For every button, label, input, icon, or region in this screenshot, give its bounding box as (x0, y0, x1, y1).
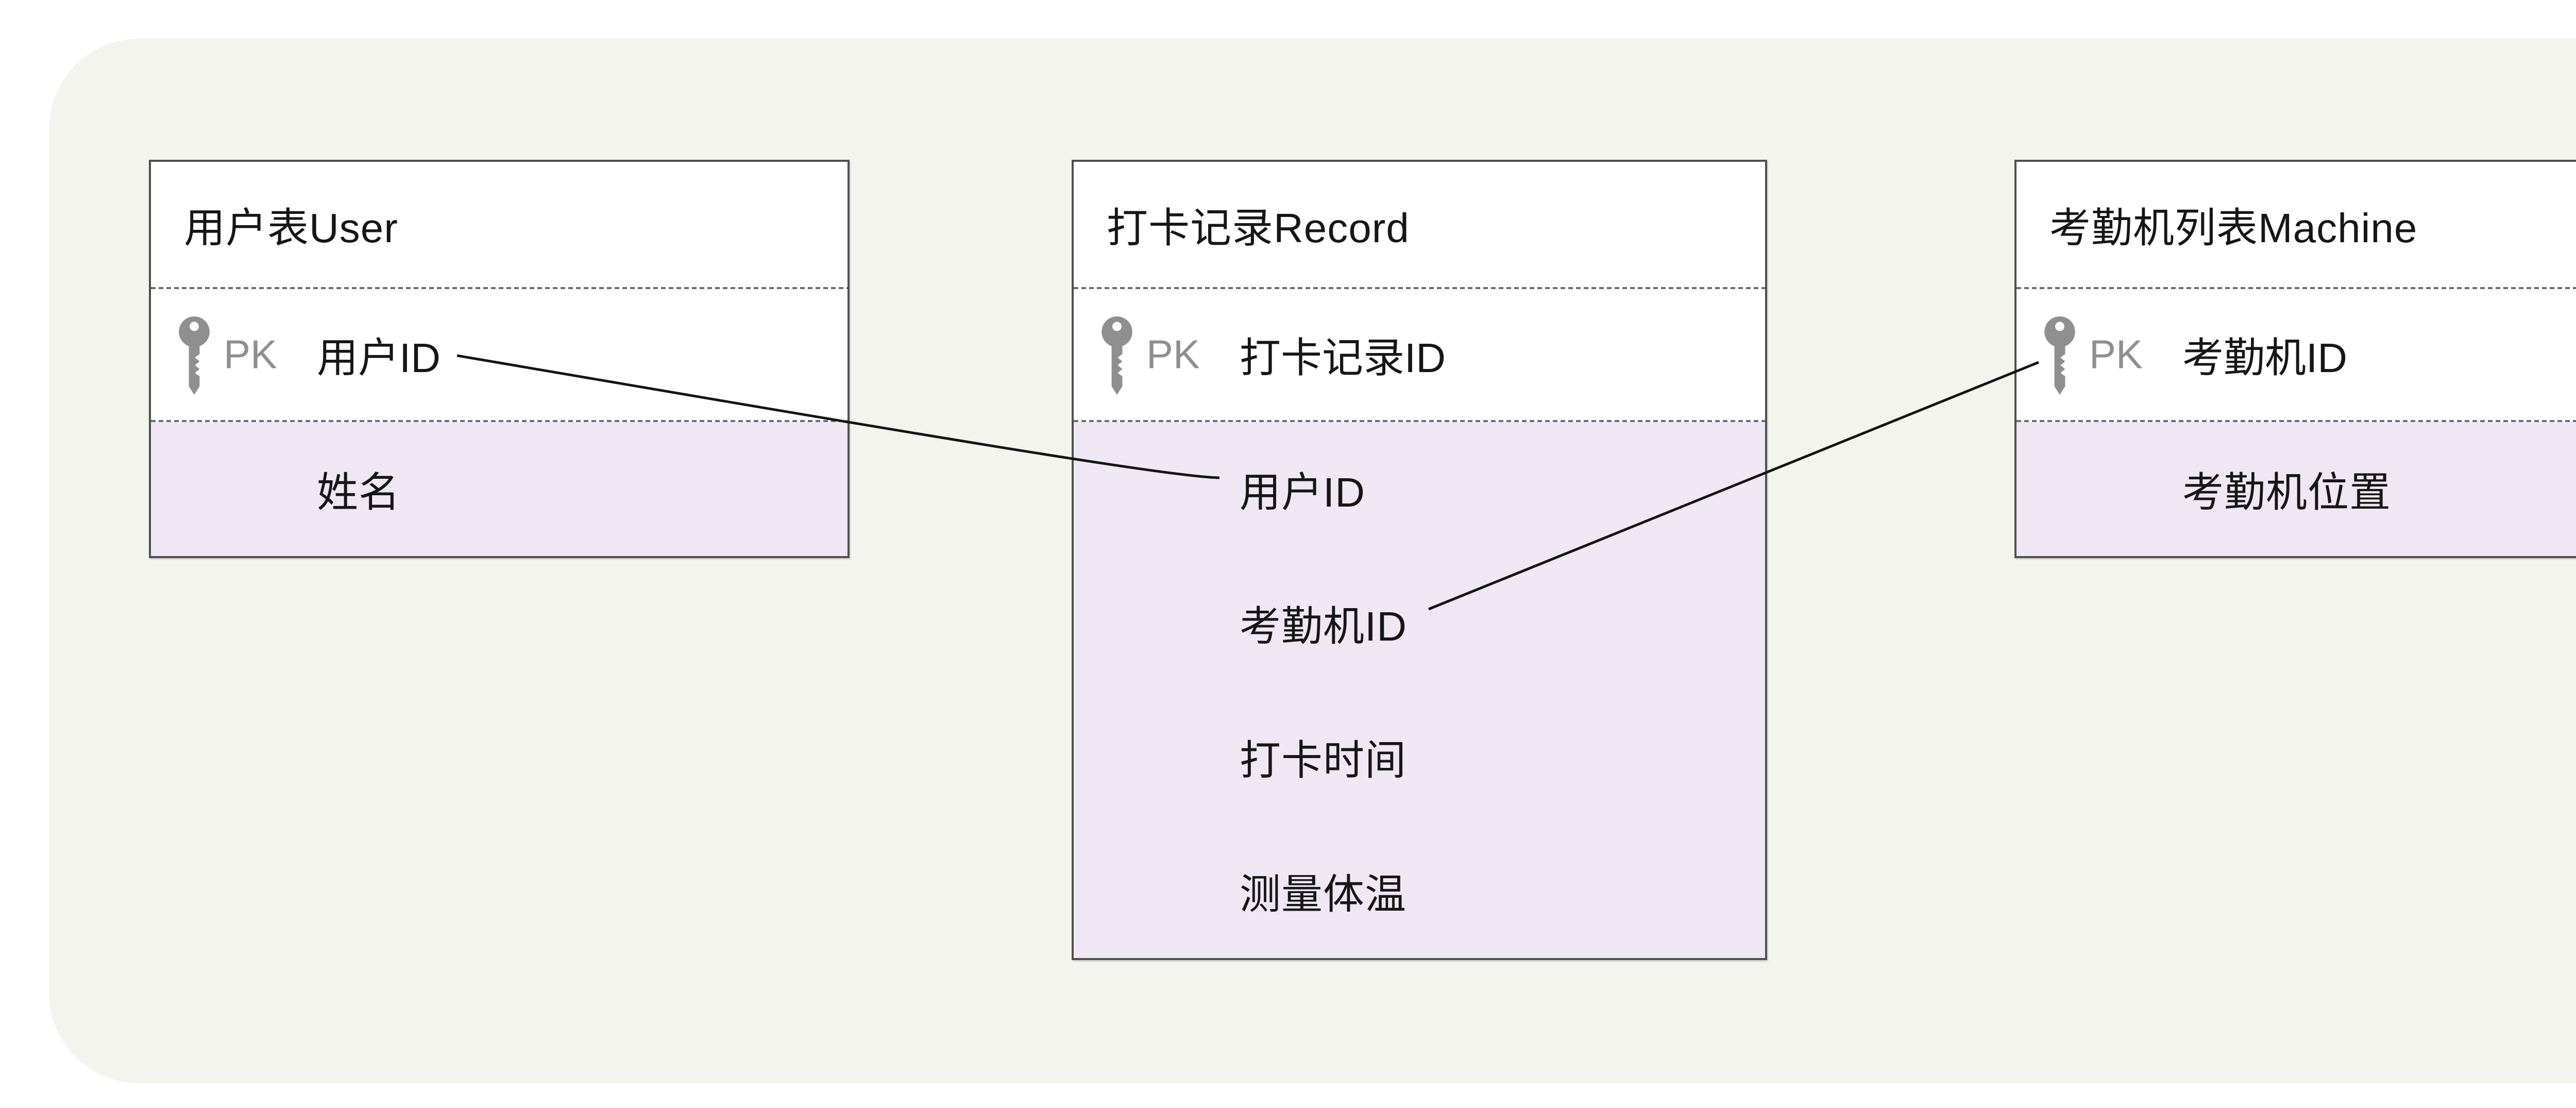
row-divider (2016, 420, 2576, 422)
pk-field-name: 用户ID (317, 335, 440, 381)
entity-header-row: 打卡记录Record (1074, 162, 1765, 287)
entity-title: 考勤机列表Machine (2049, 205, 2418, 251)
primary-key-row: PK 打卡记录ID (1074, 289, 1765, 420)
attribute-name: 考勤机位置 (2182, 469, 2391, 515)
row-divider (1074, 287, 1765, 289)
entity-title: 打卡记录Record (1107, 205, 1410, 251)
key-icon (2044, 316, 2075, 395)
entity-table-machine: 考勤机列表Machine PK 考勤机ID 考勤机位置 (2014, 160, 2576, 558)
attribute-row: 用户ID (1074, 422, 1765, 556)
key-icon (179, 316, 210, 395)
entity-title: 用户表User (184, 205, 398, 251)
entity-header-row: 考勤机列表Machine (2016, 162, 2576, 287)
attribute-row: 打卡时间 (1074, 690, 1765, 824)
key-icon (1101, 316, 1132, 395)
primary-key-row: PK 用户ID (151, 289, 848, 420)
row-divider (1074, 420, 1765, 422)
attribute-row: 考勤机ID (1074, 556, 1765, 690)
attribute-name: 姓名 (317, 469, 400, 515)
pk-field-name: 打卡记录ID (1240, 335, 1446, 381)
attribute-name: 打卡时间 (1240, 737, 1406, 783)
pk-badge: PK (224, 331, 278, 377)
attribute-row: 测量体温 (1074, 824, 1765, 958)
pk-field-name: 考勤机ID (2182, 335, 2347, 381)
attribute-name: 测量体温 (1240, 871, 1406, 917)
attribute-row: 考勤机位置 (2016, 422, 2576, 556)
row-divider (2016, 287, 2576, 289)
pk-badge: PK (1146, 331, 1200, 377)
primary-key-row: PK 考勤机ID (2016, 289, 2576, 420)
row-divider (151, 287, 848, 289)
entity-table-user: 用户表User PK 用户ID 姓名 (149, 160, 850, 558)
entity-table-record: 打卡记录Record PK 打卡记录ID 用户ID 考勤机ID 打卡时间 测量体… (1072, 160, 1767, 960)
attribute-row: 姓名 (151, 422, 848, 556)
attribute-name: 用户ID (1240, 469, 1365, 515)
pk-badge: PK (2089, 331, 2143, 377)
attribute-name: 考勤机ID (1240, 603, 1407, 649)
entity-header-row: 用户表User (151, 162, 848, 287)
